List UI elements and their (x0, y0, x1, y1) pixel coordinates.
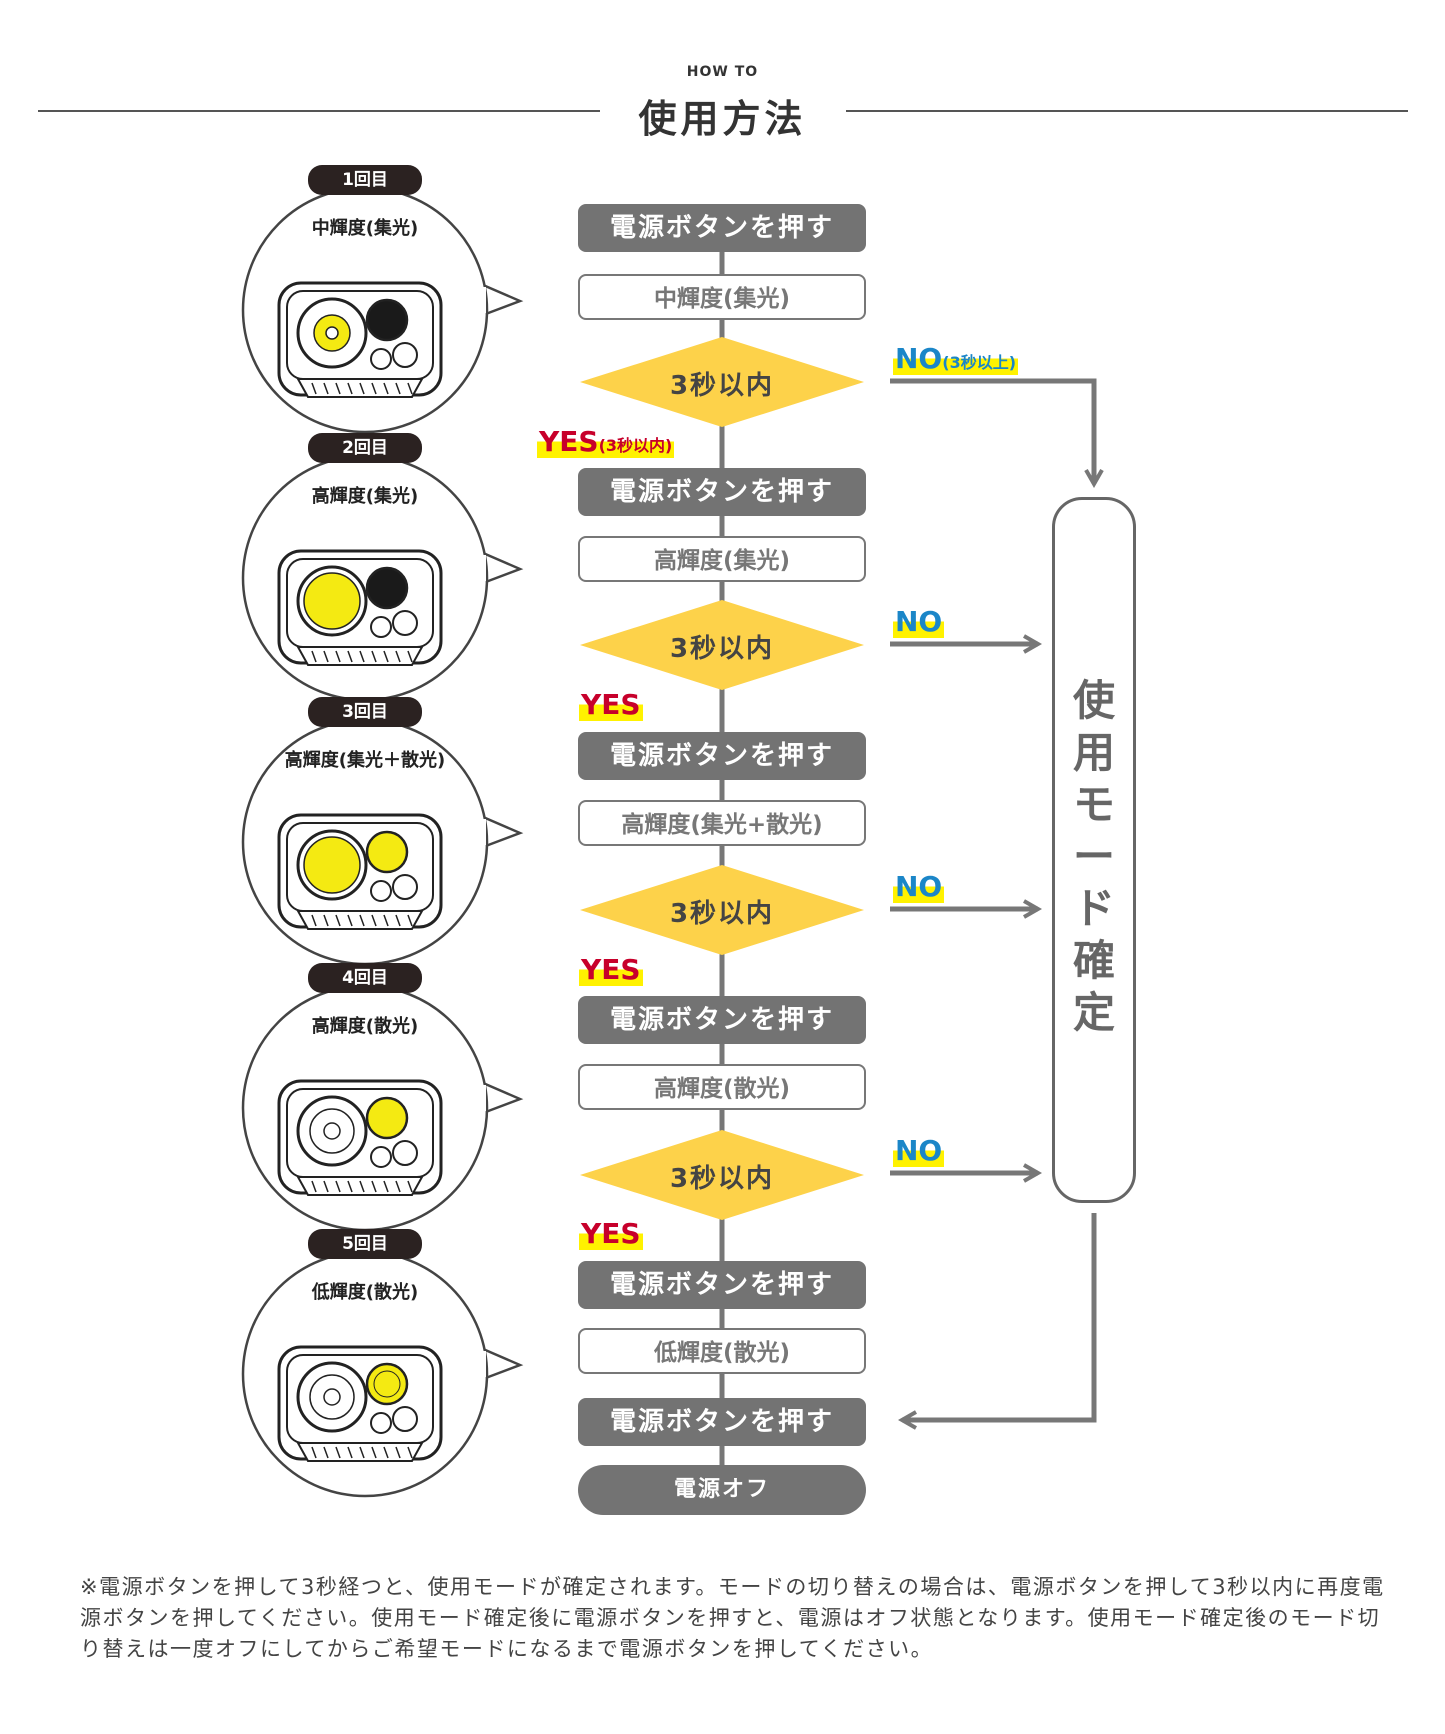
bubble-mode-label: 低輝度(散光) (311, 1282, 419, 1303)
decision-label-4: 3秒以内 (669, 1164, 775, 1194)
mode-box-5: 低輝度(散光) (578, 1328, 866, 1374)
yes-label-2: YES (579, 688, 643, 721)
footnote: ※電源ボタンを押して3秒経つと、使用モードが確定されます。モードの切り替えの場合… (80, 1575, 1385, 1661)
mode-confirm-char: 用 (1072, 728, 1115, 777)
page-title: 使用方法 (638, 97, 807, 141)
decision-label-1: 3秒以内 (669, 371, 775, 401)
mode-confirm-box (1052, 497, 1136, 1203)
decision-diamond-1 (580, 337, 864, 427)
mode-confirm-char: モ (1072, 780, 1115, 829)
headlamp-base (296, 1176, 424, 1196)
step-badge: 2回目 (308, 433, 422, 463)
mode-box-2: 高輝度(集光) (578, 536, 866, 582)
eyebrow-label: HOW TO (686, 64, 759, 80)
mode-box-3: 高輝度(集光+散光) (578, 800, 866, 846)
step-badge: 5回目 (308, 1229, 422, 1259)
bubble-mode-label: 高輝度(散光) (311, 1016, 419, 1037)
bubble-mode-label: 高輝度(集光＋散光) (284, 750, 446, 771)
mode-confirm-char: 確 (1072, 936, 1115, 985)
yes-label-4: YES (579, 1217, 643, 1250)
headlamp-base (296, 646, 424, 666)
flood-lens (365, 298, 409, 342)
sensor-dot (370, 1412, 392, 1434)
headlamp-base (296, 1442, 424, 1462)
bubble-tail (482, 283, 524, 317)
headlamp-base (296, 910, 424, 930)
confirm-return-arrow (897, 1213, 1097, 1430)
title-rule-right (846, 110, 1408, 112)
headlamp-spot-flood-high-icon (241, 718, 524, 966)
mode-confirm-char: ー (1072, 832, 1115, 881)
sensor-dot (370, 348, 392, 370)
no-label-4: NO (893, 1134, 945, 1167)
yes-label-1: YES(3秒以内) (537, 425, 675, 458)
press-button-step-2: 電源ボタンを押す (578, 468, 866, 516)
press-button-step-6: 電源ボタンを押す (578, 1398, 866, 1446)
mode-confirm-char: 使 (1072, 676, 1115, 725)
sensor-dot (392, 342, 418, 368)
flood-lens (365, 566, 409, 610)
sensor-dot (370, 1146, 392, 1168)
press-button-step-5: 電源ボタンを押す (578, 1261, 866, 1309)
press-button-step-1: 電源ボタンを押す (578, 204, 866, 252)
no-label-1: NO(3秒以上) (893, 342, 1019, 375)
mode-confirm-label: 使用モード確定 (1052, 675, 1136, 1039)
bubble-tail (482, 551, 524, 585)
press-button-step-4: 電源ボタンを押す (578, 996, 866, 1044)
decision-label-2: 3秒以内 (669, 634, 775, 664)
bubble-tail (482, 815, 524, 849)
bubble-tail (482, 1081, 524, 1115)
mode-box-1: 中輝度(集光) (578, 274, 866, 320)
mode-box-4: 高輝度(散光) (578, 1064, 866, 1110)
no-label-3: NO (893, 870, 945, 903)
flood-lens (365, 830, 409, 874)
headlamp-flood-high-icon (241, 984, 524, 1232)
sensor-dot (392, 1406, 418, 1432)
decision-label-3: 3秒以内 (669, 899, 775, 929)
mode-confirm-char: ド (1072, 884, 1115, 933)
sensor-dot (392, 874, 418, 900)
bubble-mode-label: 中輝度(集光) (311, 218, 419, 239)
step-badge: 4回目 (308, 963, 422, 993)
step-badge: 1回目 (308, 165, 422, 195)
flood-lens (365, 1096, 409, 1140)
sensor-dot (370, 880, 392, 902)
sensor-dot (392, 610, 418, 636)
no-label-2: NO (893, 605, 945, 638)
title-rule-left (38, 110, 600, 112)
bubble-mode-label: 高輝度(集光) (311, 486, 419, 507)
mode-confirm-char: 定 (1072, 988, 1115, 1037)
decision-diamond-3 (580, 865, 864, 955)
sensor-dot (370, 616, 392, 638)
sensor-dot (392, 1140, 418, 1166)
yes-label-3: YES (579, 953, 643, 986)
headlamp-spot-medium-icon (241, 186, 524, 434)
press-button-step-3: 電源ボタンを押す (578, 732, 866, 780)
step-badge: 3回目 (308, 697, 422, 727)
power-off-box: 電源オフ (578, 1465, 866, 1515)
headlamp-base (296, 378, 424, 398)
decision-diamond-4 (580, 1130, 864, 1220)
bubble-tail (482, 1347, 524, 1381)
headlamp-flood-low-icon (241, 1250, 524, 1498)
no-arrow-1 (890, 378, 1104, 489)
decision-diamond-2 (580, 600, 864, 690)
